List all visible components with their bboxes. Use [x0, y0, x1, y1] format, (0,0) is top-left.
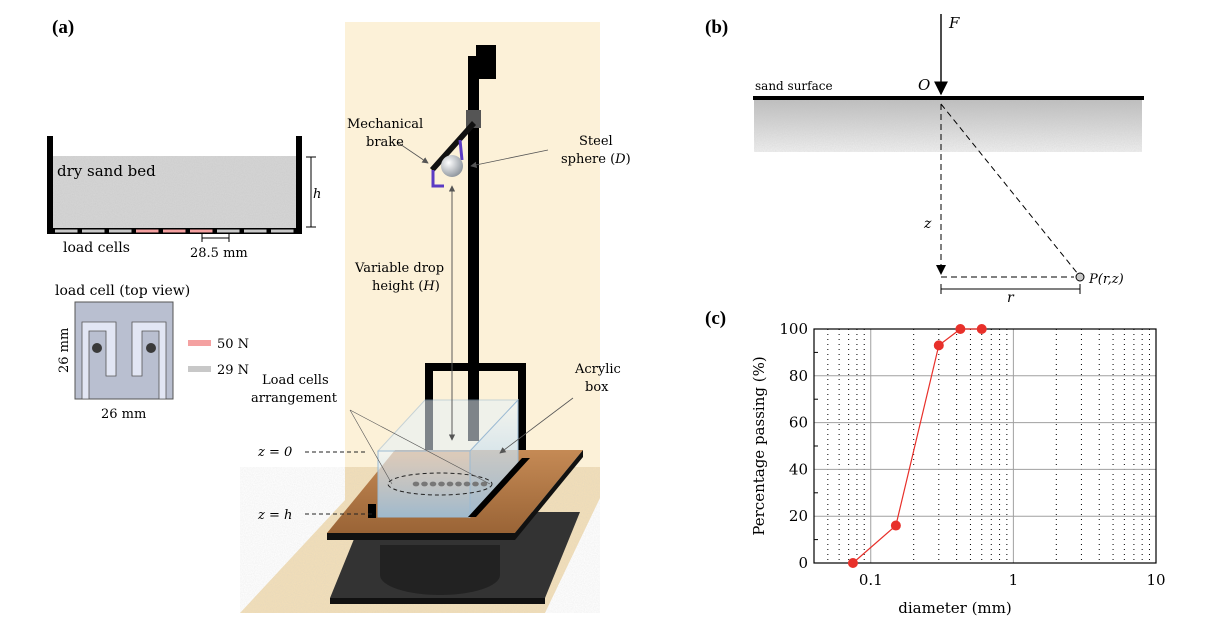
load-cells-row: [55, 229, 294, 233]
plot-frame: [813, 328, 1157, 564]
frame-right-post: [518, 363, 526, 503]
spacing-label: 28.5 mm: [190, 246, 248, 261]
zh-label: z = h: [257, 508, 292, 523]
load-cell-7: [217, 229, 240, 233]
data-point: [933, 340, 944, 351]
load-cell-body: [74, 301, 174, 400]
load-cell-4: [136, 229, 159, 233]
x-tick-label: 0.1: [859, 571, 883, 589]
legend-swatch-29n: [188, 366, 211, 372]
radius-label: r: [1007, 290, 1015, 306]
load-cells-label: load cells: [63, 240, 130, 256]
y-tick-label: 60: [789, 414, 808, 432]
load-cell-slot-right: [131, 321, 167, 400]
depth-label: z: [923, 216, 932, 232]
mechanical-brake-label-1: Mechanical: [347, 117, 423, 132]
data-point: [847, 558, 858, 568]
pole-clamp: [466, 110, 481, 128]
sensor-dot-2: [421, 481, 428, 487]
width-label: 26 mm: [101, 407, 146, 422]
sensor-dots: [412, 481, 488, 487]
steel-sphere-label-2: sphere (D): [561, 152, 631, 167]
x-tick-label: 1: [1009, 571, 1019, 589]
y-tick-label: 40: [789, 460, 808, 478]
drop-height-label-2: height (H): [372, 279, 440, 294]
drop-height-label-1: Variable drop: [354, 261, 444, 276]
right-wall: [296, 136, 302, 234]
legend-label-29n: 29 N: [217, 363, 249, 378]
sand-surface-label: sand surface: [755, 79, 833, 93]
sensor-dot-4: [438, 481, 445, 487]
sensor-dot-3: [429, 481, 437, 487]
steel-sphere-label-1: Steel: [579, 134, 613, 149]
mount-hole-left: [92, 343, 102, 353]
load-cell-8: [244, 229, 267, 233]
y-tick-label: 20: [789, 507, 808, 525]
z0-label: z = 0: [257, 445, 292, 460]
legend-swatch-50n: [188, 340, 211, 346]
load-cells-ellipse: [387, 472, 493, 496]
data-point: [955, 324, 966, 334]
mechanical-brake-label-2: brake: [366, 135, 404, 150]
force-label: F: [948, 14, 960, 32]
load-cell-2: [82, 229, 105, 233]
y-axis-label: Percentage passing (%): [750, 356, 768, 535]
load-cell-6: [190, 229, 213, 233]
radial-line: [940, 103, 1079, 275]
sand-bed-schematic: h dry sand bed load cells 28.5 mm: [47, 136, 321, 261]
pole-top-block: [476, 45, 496, 79]
x-tick-label: 10: [1146, 571, 1165, 589]
load-legend: 50 N 29 N: [188, 337, 249, 378]
load-cell-top-view: load cell (top view) 26 mm 26 mm: [55, 283, 190, 422]
legend-label-50n: 50 N: [217, 337, 249, 352]
sand-texture: [52, 156, 296, 228]
height-symbol: h: [313, 187, 321, 202]
point-p-marker: [1075, 272, 1085, 282]
y-tick-label: 80: [789, 367, 808, 385]
sensor-dot-7: [463, 481, 471, 487]
frame-top-bar: [425, 363, 526, 371]
y-tick-label: 0: [798, 554, 808, 572]
load-cell-title: load cell (top view): [55, 283, 190, 299]
sand-bed-title: dry sand bed: [57, 162, 156, 180]
load-cell-9: [271, 229, 294, 233]
height-label: 26 mm: [57, 328, 72, 373]
origin-label: O: [918, 76, 930, 94]
load-cell-1: [55, 229, 78, 233]
sensor-dot-1: [412, 481, 420, 487]
mount-hole-right: [146, 343, 156, 353]
load-cell-slot-left: [81, 321, 117, 400]
load-cell-5: [163, 229, 186, 233]
sensor-dot-6: [455, 481, 462, 487]
panel-b-label: (b): [705, 17, 728, 38]
y-tick-label: 100: [779, 320, 808, 338]
acrylic-box-label-2: box: [585, 380, 609, 395]
point-p-label: P(r,z): [1088, 272, 1124, 287]
series-line: [852, 328, 982, 564]
vertical-pole: [468, 56, 479, 441]
steel-sphere: [441, 155, 463, 177]
panel-a-label: (a): [52, 17, 74, 38]
sand-surface-line: [753, 96, 1144, 100]
panel-c-label: (c): [705, 308, 726, 329]
panel-b-boussinesq-diagram: (b) sand surface F O P(r,z) z r: [705, 14, 1144, 306]
brake-clamp: [431, 139, 464, 188]
load-cell-3: [109, 229, 132, 233]
brake-arm: [430, 121, 476, 172]
x-axis-label: diameter (mm): [898, 599, 1011, 617]
data-point: [890, 520, 901, 531]
minor-grid: [827, 329, 1150, 563]
sensor-dot-5: [446, 481, 454, 487]
sensor-dot-8: [472, 481, 479, 487]
sensor-dot-9: [480, 481, 488, 487]
drop-apparatus-illustration: Mechanical brake Steel sphere (D) Variab…: [240, 22, 631, 613]
left-wall: [47, 136, 53, 234]
load-cells-arrangement-label-2: arrangement: [251, 391, 338, 406]
load-cells-arrangement-label-1: Load cells: [262, 373, 329, 388]
data-point: [976, 324, 987, 334]
acrylic-box-label-1: Acrylic: [574, 362, 621, 377]
